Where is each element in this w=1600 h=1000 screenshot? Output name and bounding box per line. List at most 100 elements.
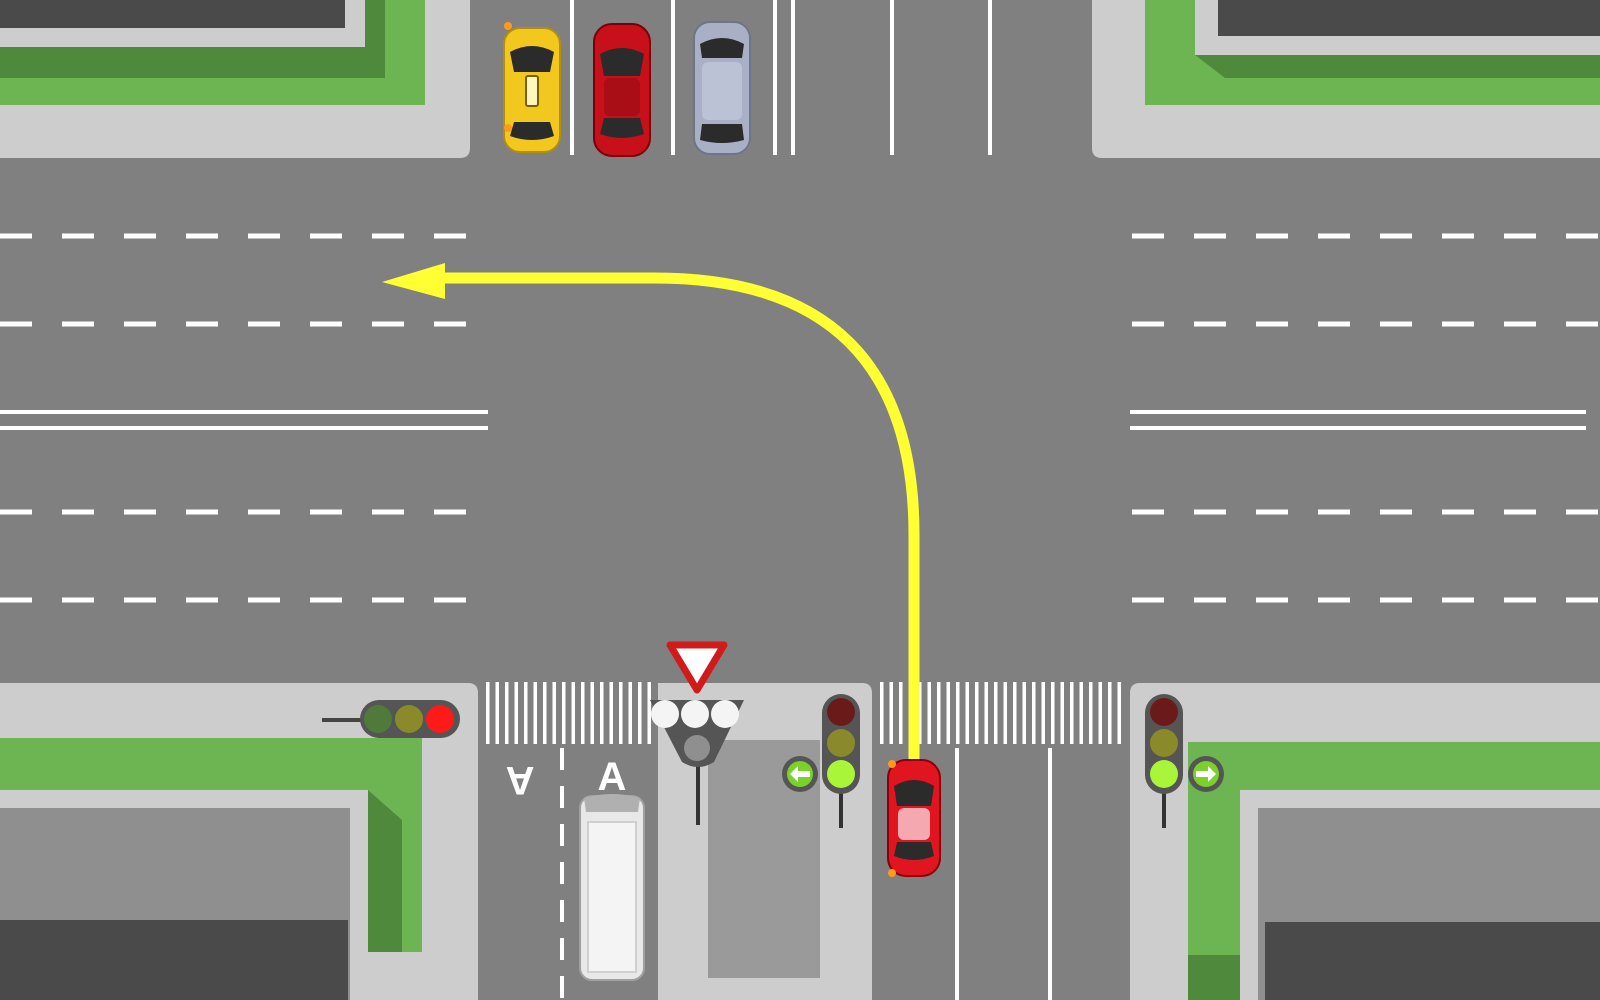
lane-markings-north <box>570 0 992 155</box>
minivan-rear-window <box>700 124 744 143</box>
block-southeast <box>1130 683 1600 1000</box>
crosswalk-stripe <box>514 682 518 744</box>
crosswalk-stripe <box>562 682 566 744</box>
taxi <box>503 22 561 153</box>
light-yellow-off <box>1150 729 1178 757</box>
crosswalk-stripe <box>975 682 979 744</box>
sedan-rear-window <box>600 118 644 138</box>
building-southwest <box>0 920 348 1000</box>
red-sedan <box>593 23 651 157</box>
crosswalk-stripe <box>994 682 998 744</box>
crosswalk-stripe <box>984 682 988 744</box>
crosswalk-stripe <box>956 682 960 744</box>
crosswalk-stripe <box>571 682 575 744</box>
traffic-light-east <box>1145 694 1224 828</box>
building-northeast <box>1218 0 1600 36</box>
yield-sign <box>666 641 728 694</box>
crosswalk-stripe <box>628 682 632 744</box>
crosswalk-stripe <box>1098 682 1102 744</box>
crosswalk-stripe <box>590 682 594 744</box>
right-arrow-icon <box>1196 766 1216 782</box>
crosswalk-stripe <box>1013 682 1017 744</box>
light-yellow-off <box>827 729 855 757</box>
player-car-indicator <box>888 869 896 877</box>
crosswalk-stripe <box>495 682 499 744</box>
player-car-windshield <box>894 780 934 806</box>
crosswalk-stripe <box>619 682 623 744</box>
block-southwest <box>0 683 478 1000</box>
crosswalk-stripe <box>965 682 969 744</box>
taxi-indicator <box>504 124 512 132</box>
van-windshield <box>584 794 640 812</box>
taxi-indicator <box>504 22 512 30</box>
minivan-roof <box>702 62 742 120</box>
crosswalk-stripe <box>1032 682 1036 744</box>
crosswalk-stripe <box>927 682 931 744</box>
tram-light-white <box>681 700 709 728</box>
lawn-shadow-southeast <box>1188 955 1240 1000</box>
taxi-windshield <box>510 46 554 72</box>
crosswalk-stripe <box>946 682 950 744</box>
crosswalk-left <box>486 682 651 744</box>
crosswalk-stripe <box>600 682 604 744</box>
white-van <box>579 794 645 981</box>
block-northwest <box>0 0 470 158</box>
tram-light-off <box>684 735 710 761</box>
lawn-shadow-southwest <box>368 790 402 952</box>
crosswalk-stripe <box>609 682 613 744</box>
crosswalk-stripe <box>937 682 941 744</box>
light-red-off <box>827 698 855 726</box>
crosswalk-stripe <box>918 682 922 744</box>
crosswalk-stripe <box>1070 682 1074 744</box>
crosswalk-stripe <box>638 682 642 744</box>
crosswalk-stripe <box>647 682 651 744</box>
lane-letter: A <box>598 755 627 799</box>
light-yellow-off <box>395 705 423 733</box>
van-roof <box>587 821 637 973</box>
building-southeast <box>1265 922 1600 1000</box>
light-green-on <box>827 760 855 788</box>
lane-markings-west <box>0 233 490 603</box>
route-arrowhead <box>382 263 445 299</box>
crosswalk-stripe <box>1041 682 1045 744</box>
lane-letter-oncoming: A <box>506 758 535 802</box>
player-car-indicator <box>888 760 896 768</box>
light-green-on <box>1150 760 1178 788</box>
route-arrow <box>382 263 920 774</box>
left-arrow-icon <box>790 766 810 782</box>
crosswalk-stripe <box>899 682 903 744</box>
crosswalk-stripe <box>1117 682 1121 744</box>
lane-markings-east <box>1132 233 1600 603</box>
taxi-roof-sign <box>525 75 539 107</box>
tram-light-white <box>651 700 679 728</box>
tram-signal <box>650 641 744 825</box>
player-car <box>887 759 941 877</box>
block-northeast <box>1092 0 1600 158</box>
tram-light-white <box>711 700 739 728</box>
sedan-windshield <box>600 48 644 76</box>
crosswalk-stripe <box>880 682 884 744</box>
crosswalk-stripe <box>486 682 490 744</box>
crosswalk-stripe <box>543 682 547 744</box>
silver-minivan <box>693 21 751 155</box>
building-northwest <box>0 0 345 28</box>
light-red-off <box>1150 698 1178 726</box>
sedan-roof <box>604 78 640 116</box>
crosswalk-stripe <box>1089 682 1093 744</box>
center-double-line-west <box>0 410 488 430</box>
crosswalk-stripe <box>1022 682 1026 744</box>
crosswalk-stripe <box>1060 682 1064 744</box>
route-path <box>434 272 920 774</box>
player-car-roof <box>898 808 930 840</box>
crosswalk-stripe <box>524 682 528 744</box>
crosswalk-stripe <box>1051 682 1055 744</box>
center-double-line-east <box>1130 410 1586 430</box>
light-green-off <box>364 705 392 733</box>
player-car-rear-window <box>894 842 934 860</box>
crosswalk-stripe <box>552 682 556 744</box>
crosswalk-stripe <box>533 682 537 744</box>
crosswalk-stripe <box>581 682 585 744</box>
crosswalk-stripe <box>1079 682 1083 744</box>
traffic-light-south <box>782 694 860 828</box>
